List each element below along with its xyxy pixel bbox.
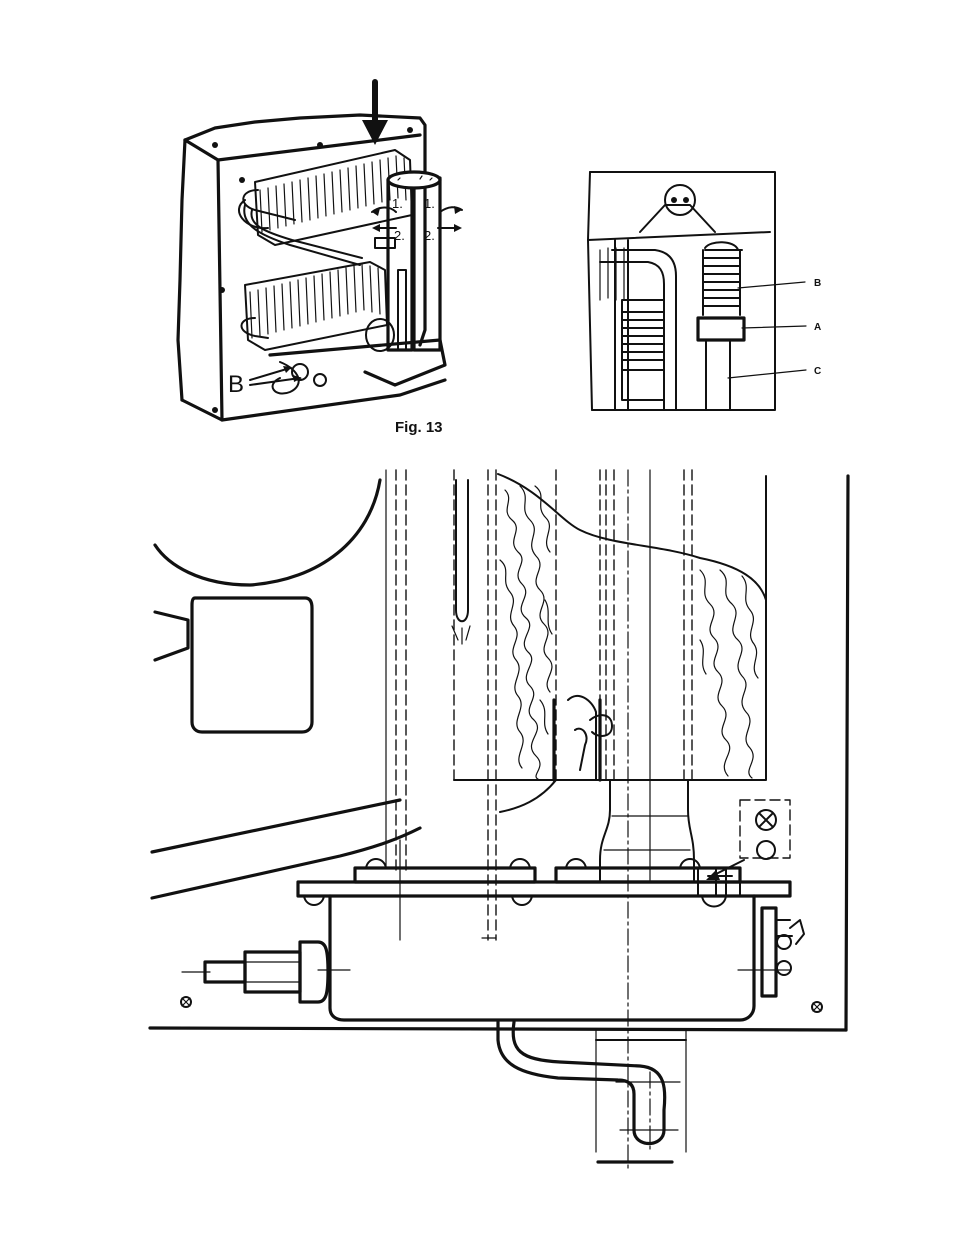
down-arrow-icon	[362, 82, 388, 145]
mount-holes	[181, 997, 822, 1012]
step2-left-label: 2.	[394, 228, 405, 243]
right-label-a: A	[814, 322, 821, 333]
screw-detail-box	[740, 800, 790, 859]
left-view-unit: 1. 2. 1. 2. B Fig. 13	[178, 82, 462, 436]
step1-right-label: 1.	[424, 196, 435, 211]
rotation-arrows-icon	[372, 206, 462, 232]
bottom-cross-section	[150, 470, 848, 1170]
bottom-s-pipe	[498, 1022, 680, 1150]
step2-right-label: 2.	[424, 228, 435, 243]
step1-left-label: 1.	[392, 196, 403, 211]
right-view-detail: B A C	[588, 172, 821, 410]
gas-inlet-fitting	[182, 942, 328, 1002]
insulation-texture-left	[500, 486, 552, 780]
left-label-b: B	[228, 371, 244, 398]
right-spring-coil	[703, 242, 742, 315]
right-label-b: B	[814, 278, 821, 289]
right-side-connector	[762, 908, 804, 996]
right-label-c: C	[814, 366, 821, 377]
figure-caption: Fig. 13	[395, 419, 443, 436]
insulation-texture-right	[700, 570, 758, 778]
